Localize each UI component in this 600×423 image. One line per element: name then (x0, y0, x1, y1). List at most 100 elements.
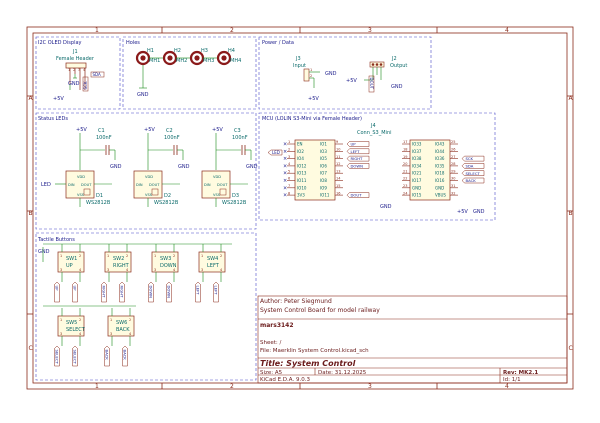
pin-name: GND (435, 185, 444, 190)
pin-number: 2 (310, 74, 312, 78)
row-label: B (29, 210, 33, 217)
net-label-flag: SDA (461, 163, 485, 169)
net-label-flag: RIGHT (119, 281, 125, 303)
component-value: SELECT (66, 327, 86, 333)
id-text: Id: 1/1 (503, 377, 521, 383)
row-label: C (29, 345, 33, 352)
net-label: RIGHT (119, 286, 124, 299)
net-label-flag: SELECT (461, 170, 485, 176)
net-label-outline (148, 281, 154, 303)
pin-name: IO2 (297, 149, 304, 154)
pin-number: 10 (336, 148, 340, 152)
net-label-flag: DOWN (346, 163, 370, 169)
no-connect-icon: × (283, 178, 287, 184)
pin-name: IO12 (297, 163, 307, 168)
net-label: SDA (466, 164, 474, 169)
pin-number: 20 (403, 162, 407, 166)
pin-name: IO6 (320, 163, 327, 168)
net-label-flag: UP (72, 281, 78, 303)
pin-name: VSS (77, 193, 85, 197)
pin-number: 1 (288, 140, 290, 144)
pin-name: DIN (204, 183, 211, 187)
net-label-outline (461, 170, 485, 176)
row-label: A (29, 95, 34, 102)
net-label-sda: SDA (90, 71, 105, 78)
pin-number: 4 (79, 332, 81, 336)
hole-center (194, 55, 200, 61)
section-title: Power / Data (262, 40, 294, 46)
pin-name: IO33 (412, 142, 422, 147)
net-label-flag: LEFT (195, 281, 201, 303)
gnd-label: GND (178, 164, 190, 170)
pin-number: 1 (107, 254, 109, 258)
pin-name: IO11 (320, 193, 330, 198)
pin-number: 14 (336, 177, 341, 181)
component-ref: D1 (96, 193, 103, 199)
power-label: +5V (308, 96, 319, 102)
pin-name: DOUT (217, 183, 228, 187)
power-label: +5V (53, 96, 64, 102)
net-label: UP (54, 286, 59, 292)
no-connect-icon: × (283, 156, 287, 162)
pin-name: DIN (136, 183, 143, 187)
pin-number: 8 (288, 191, 290, 195)
component-value: RIGHT (113, 263, 130, 269)
title-block: Author: Peter Siegmund System Control Bo… (257, 295, 568, 384)
component-value: MH3 (203, 58, 214, 64)
pin-name: IO13 (297, 171, 307, 176)
component-value: WS2812B (154, 200, 179, 206)
component-ref: D3 (232, 193, 239, 199)
pin-number: 4 (83, 68, 86, 72)
pin-name: IO4 (297, 156, 304, 161)
pin-number: 3 (288, 155, 290, 159)
pin-number: 2 (79, 254, 81, 258)
input-connector (303, 68, 310, 82)
net-label-flag: RIGHT (346, 155, 370, 162)
net-label-outline (461, 177, 485, 184)
power-section: Power / Data J3 Input 1 2 GND +5V J2 Out… (262, 40, 407, 102)
component-ref: H3 (201, 48, 208, 54)
net-label-flag: BACK (104, 345, 110, 367)
component-ref: D2 (164, 193, 171, 199)
pin-name: DOUT (149, 183, 160, 187)
component-value: WS2812B (222, 200, 247, 206)
power-label: +5V (144, 127, 155, 133)
pin-number: 18 (403, 148, 407, 152)
tool-text: KiCad E.D.A. 9.0.3 (260, 377, 310, 383)
column-label: 3 (368, 383, 372, 390)
pin-number: 1 (154, 254, 156, 258)
file-text: File: Maerklin System Control.kicad_sch (260, 348, 369, 354)
column-label: 2 (230, 27, 234, 34)
no-connect-icon: × (283, 149, 287, 155)
net-label: RIGHT (351, 156, 364, 161)
net-label: RIGHT (101, 286, 106, 299)
gnd-label: GND (38, 249, 50, 255)
pin-number: 4 (173, 268, 175, 272)
pin-name: IO37 (412, 149, 422, 154)
pin-number: 12 (336, 162, 340, 166)
net-label-flag: SELECT (54, 345, 60, 367)
net-label-flag: DOUT (346, 192, 370, 198)
pin-name: IO1 (320, 142, 327, 147)
pin-number: 29 (451, 169, 455, 173)
net-label: SCK (466, 156, 474, 161)
power-label: +5V (346, 78, 357, 84)
pin-number: 23 (403, 184, 407, 188)
net-label-flag: RIGHT (101, 281, 107, 303)
size-text: Size: A5 (260, 370, 283, 376)
pin-number: 2 (220, 254, 222, 258)
component-ref: SW4 (207, 256, 218, 262)
net-label-outline (122, 345, 128, 367)
net-label: LEFT (195, 286, 200, 296)
column-label: 3 (368, 27, 372, 34)
